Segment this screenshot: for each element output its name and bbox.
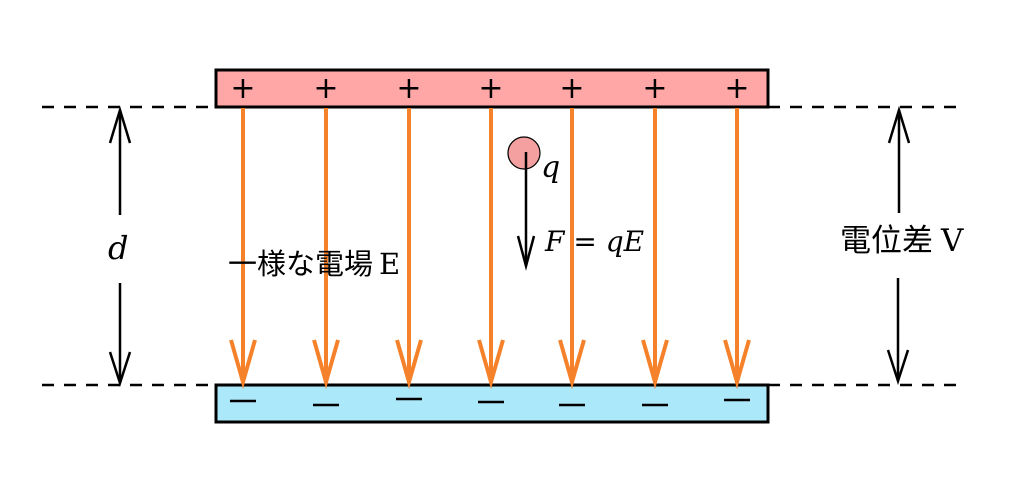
plus-sign: + — [230, 71, 255, 106]
potential-symbol: V — [941, 223, 964, 259]
distance-symbol: d — [108, 229, 129, 267]
potential-arrow — [886, 105, 911, 386]
force-E: E — [623, 225, 645, 258]
plus-sign: + — [559, 71, 584, 106]
field-arrow — [477, 108, 505, 390]
plus-sign: + — [396, 71, 421, 106]
field-arrow — [229, 108, 257, 390]
force-lhs: F — [545, 225, 565, 258]
negative-plate — [214, 383, 770, 424]
potential-label: 電位差 — [840, 223, 933, 259]
force-arrow — [516, 152, 536, 271]
positive-plate — [214, 68, 770, 109]
field-arrow — [312, 108, 340, 390]
negative-signs — [230, 397, 750, 407]
field-arrow — [558, 108, 586, 390]
distance-arrow — [108, 105, 132, 388]
plus-sign: + — [478, 71, 503, 106]
field-arrows — [229, 108, 751, 390]
field-arrow — [723, 108, 751, 390]
plus-sign: + — [724, 71, 749, 106]
charge-particle — [507, 136, 541, 170]
plus-sign: + — [313, 71, 338, 106]
force-equation: F = qE — [545, 228, 644, 256]
charge-symbol: q — [541, 150, 561, 185]
field-arrow — [395, 108, 423, 390]
force-q: q — [605, 225, 624, 258]
field-symbol: E — [379, 247, 401, 281]
positive-signs: + + + + + + + — [230, 71, 749, 106]
force-equals: = — [564, 225, 606, 258]
plus-sign: + — [642, 71, 667, 106]
field-label: 一様な電場 — [228, 247, 374, 281]
field-arrow — [641, 108, 669, 390]
